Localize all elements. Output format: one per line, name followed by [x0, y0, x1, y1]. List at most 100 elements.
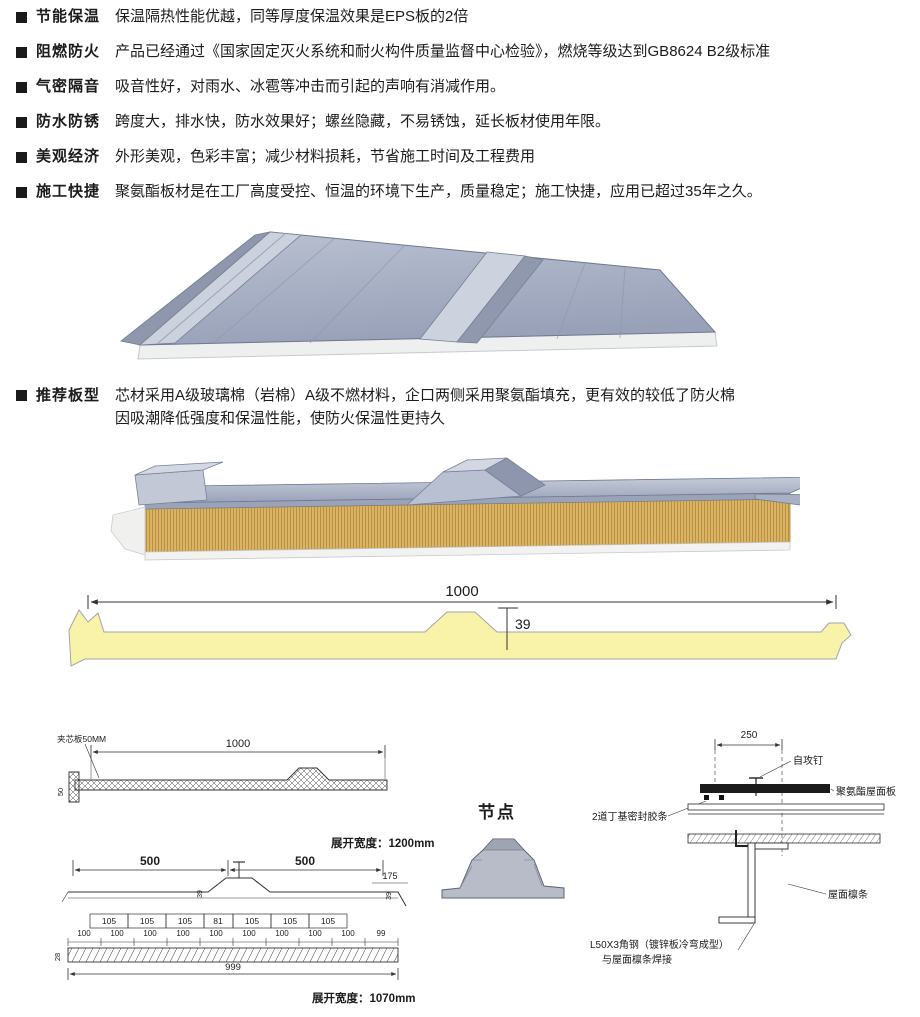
svg-text:105: 105 [283, 916, 297, 926]
panel-rib-lines [214, 237, 626, 344]
left-tongue-foam [110, 506, 146, 556]
feature-label: 阻燃防火 [36, 43, 101, 60]
expand-width-label: 展开宽度：1070mm [311, 991, 416, 1005]
svg-text:100: 100 [308, 929, 322, 938]
dim-28-label: 28 [53, 953, 62, 961]
bullet-square-icon [16, 12, 27, 23]
svg-text:105: 105 [178, 916, 192, 926]
angle-steel-label-line1: L50X3角钢（镀锌板冷弯成型） [590, 938, 729, 951]
dim-39-label: 39 [515, 616, 531, 632]
purlin-shape [718, 842, 789, 924]
joint-detail-lines [459, 859, 543, 889]
recommended-text: 芯材采用A级玻璃棉（岩棉）A级不燃材料，企口两侧采用聚氨酯填充，更有效的较低了防… [115, 384, 735, 430]
seal-strip [719, 795, 724, 800]
feature-item: 施工快捷 聚氨酯板材是在工厂高度受控、恒温的环境下生产，质量稳定；施工快捷，应用… [16, 181, 910, 203]
svg-text:100: 100 [176, 929, 190, 938]
feature-item: 气密隔音 吸音性好，对雨水、冰雹等冲击而引起的声响有消减作用。 [16, 76, 910, 98]
feature-label: 施工快捷 [36, 183, 101, 200]
recommended-label: 推荐板型 [36, 387, 101, 404]
bullet-square-icon [16, 187, 27, 198]
seal-leader [667, 800, 707, 817]
recommended-line1: 芯材采用A级玻璃棉（岩棉）A级不燃材料，企口两侧采用聚氨酯填充，更有效的较低了防… [115, 387, 736, 404]
svg-text:100: 100 [275, 929, 289, 938]
joint-detail-drawing: 250 自攻钉 聚氨酯屋面板 2道丁基密封胶条 屋面檩条 L50X3 [590, 730, 896, 966]
feature-item: 防水防锈 跨度大，排水快，防水效果好；螺丝隐藏，不易锈蚀，延长板材使用年限。 [16, 111, 910, 133]
dim-999-label: 999 [225, 962, 241, 973]
svg-text:100: 100 [143, 929, 157, 938]
board-note-label: 夹芯板50MM [57, 734, 106, 744]
panel-leader [830, 788, 835, 792]
feature-label: 节能保温 [36, 8, 101, 25]
node-joint-image [441, 838, 565, 899]
svg-text:100: 100 [77, 929, 91, 938]
panel-layer [687, 803, 885, 811]
dim-175-label: 175 [382, 871, 397, 881]
bullet-square-icon [16, 47, 27, 58]
note-leader-line [84, 743, 100, 779]
feature-text: 聚氨酯板材是在工厂高度受控、恒温的环境下生产，质量稳定；施工快捷，应用已超过35… [115, 183, 762, 200]
dim-1000-label: 1000 [445, 583, 478, 600]
panel-profile-shape [68, 609, 852, 667]
panel-section-3d-image [110, 457, 800, 561]
feature-label: 美观经济 [36, 148, 101, 165]
dim-39b-label: 39 [386, 892, 393, 900]
dim-500-right-label: 500 [295, 854, 315, 868]
feature-label: 防水防锈 [36, 113, 101, 130]
rib-highlight [156, 232, 287, 345]
segment-labels: 105 105 105 81 105 105 105 [102, 916, 335, 926]
svg-text:100: 100 [209, 929, 223, 938]
joint-cap [482, 838, 525, 851]
expand-width-label: 展开宽度：1200mm [330, 836, 435, 850]
dim-1000-label: 1000 [226, 738, 250, 750]
feature-text: 外形美观，色彩丰富；减少材料损耗，节省施工时间及工程费用 [115, 148, 536, 165]
svg-text:81: 81 [213, 916, 223, 926]
angle-steel-label-line2: 与屋面檩条焊接 [602, 953, 672, 966]
bullet-square-icon [16, 82, 27, 93]
svg-text:105: 105 [321, 916, 335, 926]
svg-text:100: 100 [110, 929, 124, 938]
recommended-panel-section: 推荐板型 芯材采用A级玻璃棉（岩棉）A级不燃材料，企口两侧采用聚氨酯填充，更有效… [16, 384, 735, 430]
feature-text: 保温隔热性能优越，同等厚度保温效果是EPS板的2倍 [115, 8, 469, 25]
panel-profile-line [68, 877, 407, 907]
bottom-skin [144, 541, 791, 561]
node-title: 节点 [478, 803, 516, 822]
center-rib-side [484, 457, 546, 497]
svg-text:99: 99 [377, 929, 386, 938]
recommended-line2: 因吸潮降低强度和保温性能，使防火保温性更持久 [115, 410, 446, 427]
left-end-piece [68, 771, 80, 803]
feature-item: 阻燃防火 产品已经通过《国家固定灭火系统和耐火构件质量监督中心检验》，燃烧等级达… [16, 41, 910, 63]
svg-text:105: 105 [102, 916, 116, 926]
pu-roof-panel-label: 聚氨酯屋面板 [836, 785, 896, 798]
screw-leader [759, 760, 792, 778]
seal-label: 2道丁基密封胶条 [592, 810, 668, 823]
panel-profile-inner-line [61, 891, 398, 903]
dim-500-left-label: 500 [140, 854, 160, 868]
left-seam-rib [138, 231, 302, 346]
feature-text: 跨度大，排水快，防水效果好；螺丝隐藏，不易锈蚀，延长板材使用年限。 [115, 113, 611, 130]
section-drawing-1000: 夹芯板50MM 1000 50 展开宽度：1200mm [56, 734, 435, 850]
feature-item: 美观经济 外形美观，色彩丰富；减少材料损耗，节省施工时间及工程费用 [16, 146, 910, 168]
dim-250-label: 250 [741, 730, 758, 741]
seal-strip [704, 795, 709, 800]
dim-39a-label: 39 [197, 890, 204, 898]
roof-panel-3d-image [120, 231, 718, 360]
svg-text:105: 105 [140, 916, 154, 926]
purlin-label: 屋面檩条 [828, 888, 868, 901]
angle-steel-shape [735, 830, 750, 847]
left-seam-top [134, 461, 224, 476]
angle-steel-leader [737, 923, 755, 951]
left-seam-front [134, 469, 208, 506]
row100-ticks [67, 938, 399, 946]
feature-text: 吸音性好，对雨水、冰雹等冲击而引起的声响有消减作用。 [115, 78, 506, 95]
segment-boxes [89, 913, 348, 929]
unfolded-sheet-bar [67, 947, 399, 963]
feature-item: 节能保温 保温隔热性能优越，同等厚度保温效果是EPS板的2倍 [16, 6, 910, 28]
purlin-leader [787, 883, 827, 895]
profile-dimension-diagram: 1000 39 [68, 583, 852, 667]
feature-text: 产品已经通过《国家固定灭火系统和耐火构件质量监督中心检验》，燃烧等级达到GB86… [115, 43, 771, 60]
svg-text:100: 100 [242, 929, 256, 938]
svg-text:105: 105 [245, 916, 259, 926]
hatched-section [74, 767, 388, 791]
